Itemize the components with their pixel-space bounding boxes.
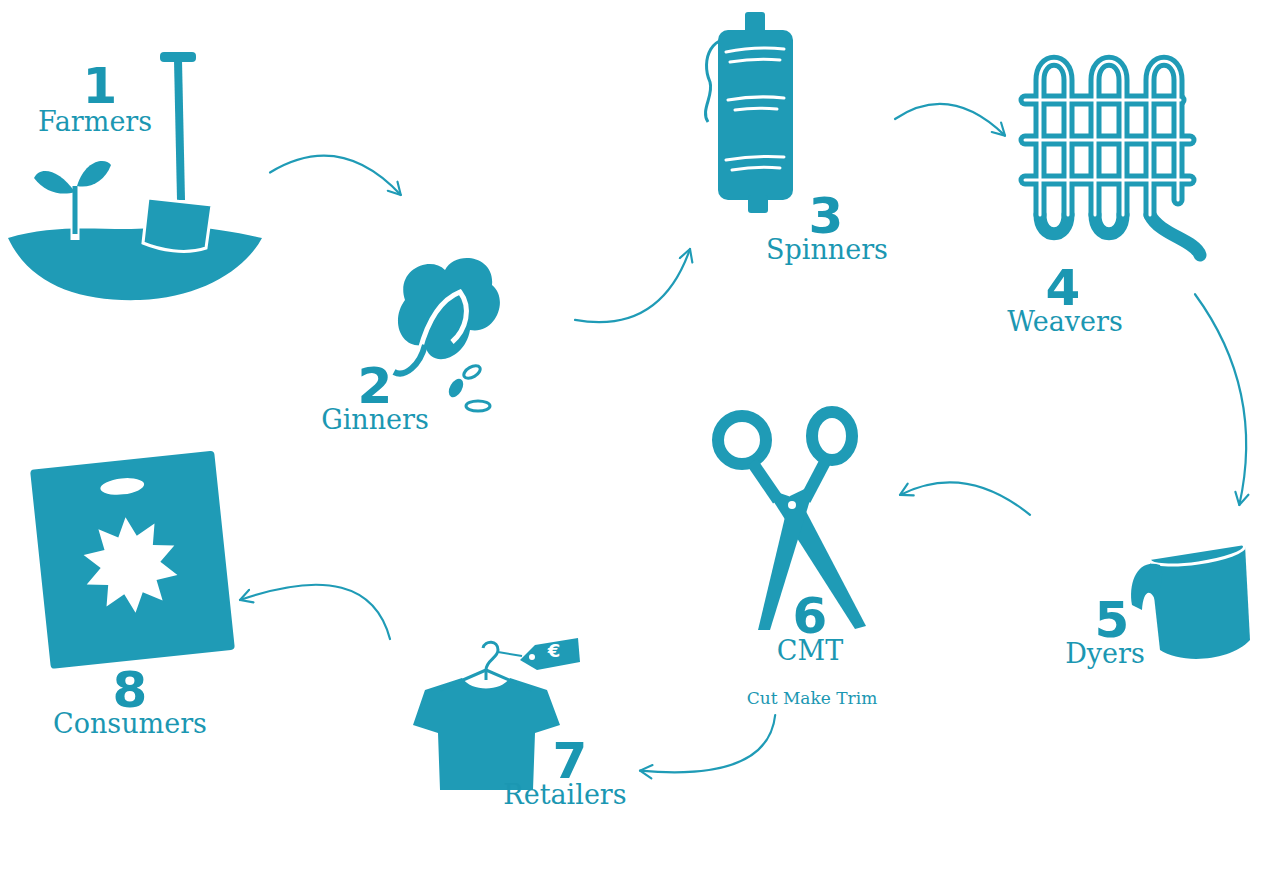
step-label: Farmers (0, 108, 205, 136)
flow-arrow (240, 585, 390, 639)
bag-icon (30, 451, 235, 669)
step-number: 1 (0, 60, 210, 113)
farm-icon (8, 52, 262, 300)
spool-icon (705, 12, 793, 213)
step-number: 5 (1002, 594, 1222, 647)
step-number: 4 (953, 262, 1173, 315)
stage-node: 5Dyers (1030, 505, 1260, 670)
stage-node: 2Ginners (315, 195, 575, 440)
bucket-icon (1131, 536, 1250, 658)
step-label: Weavers (955, 308, 1175, 336)
step-number: 7 (460, 735, 680, 788)
step-sublabel: Cut Make Trim (702, 690, 922, 708)
weave-icon (1025, 61, 1200, 255)
stage-node: 3Spinners (690, 15, 895, 275)
cotton-icon (394, 258, 500, 411)
step-number: 8 (20, 664, 240, 717)
scissors-icon (718, 412, 866, 630)
step-label: Spinners (717, 236, 937, 264)
step-label: Consumers (20, 710, 240, 738)
price-symbol: € (524, 642, 584, 661)
stage-node: 4Weavers (1005, 35, 1195, 340)
flow-arrow (900, 482, 1030, 515)
flow-arrow (1195, 294, 1246, 505)
step-label: CMT (700, 637, 920, 665)
step-label: Retailers (455, 781, 675, 809)
flow-arrow (640, 715, 775, 772)
flow-arrow (575, 249, 690, 322)
step-number: 3 (716, 190, 936, 243)
step-label: Ginners (265, 406, 485, 434)
stage-node: 7Retailers (390, 585, 640, 820)
stage-node: 6CMTCut Make Trim (705, 405, 900, 715)
stage-node: 8Consumers (35, 450, 240, 750)
flow-arrow (895, 104, 1005, 136)
flow-arrow (270, 156, 401, 195)
step-number: 6 (700, 590, 920, 643)
step-number: 2 (265, 360, 485, 413)
step-label: Dyers (995, 640, 1215, 668)
stage-node: 1Farmers (10, 55, 270, 305)
